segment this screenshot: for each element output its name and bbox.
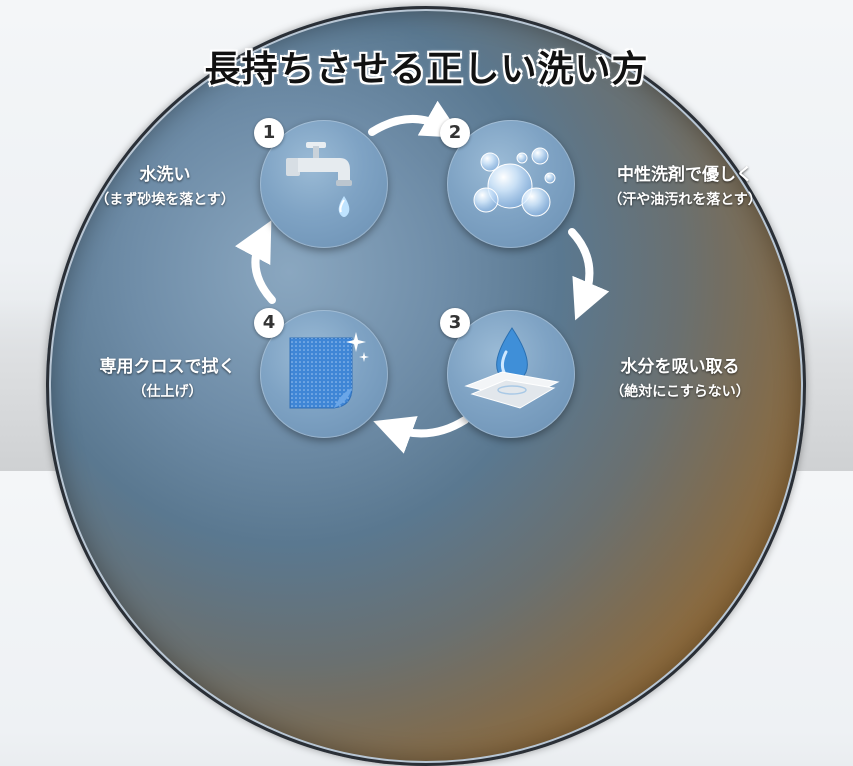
step-3-label: 水分を吸い取る （絶対にこすらない） xyxy=(585,352,775,401)
step-3-title: 水分を吸い取る xyxy=(620,357,740,377)
step-4-title: 専用クロスで拭く xyxy=(99,357,236,377)
step-1-number: 1 xyxy=(254,118,284,148)
step-4-number: 4 xyxy=(254,308,284,338)
bubbles-icon xyxy=(473,147,556,217)
step-1-title: 水洗い xyxy=(139,165,191,185)
page-title: 長持ちさせる正しい洗い方 xyxy=(204,49,649,90)
arrow-1-to-2 xyxy=(368,100,463,138)
arrow-3-to-4 xyxy=(373,416,469,454)
step-1-note: （まず砂埃を落とす） xyxy=(95,192,235,208)
step-4-label: 専用クロスで拭く （仕上げ） xyxy=(80,352,255,401)
step-2-note: （汗や油汚れを落とす） xyxy=(608,192,762,208)
step-3-note: （絶対にこすらない） xyxy=(610,384,750,400)
step-2-number: 2 xyxy=(440,118,470,148)
step-2-label: 中性洗剤で優しく （汗や油汚れを落とす） xyxy=(585,160,785,209)
step-1-label: 水洗い （まず砂埃を落とす） xyxy=(80,160,250,209)
water-drop-towel-icon xyxy=(464,327,560,409)
step-3-number: 3 xyxy=(440,308,470,338)
step-4-note: （仕上げ） xyxy=(132,384,203,400)
cycle-arrows xyxy=(234,100,610,454)
arrow-2-to-3 xyxy=(568,228,610,321)
step-2-title: 中性洗剤で優しく xyxy=(617,165,753,185)
arrow-4-to-1 xyxy=(234,220,276,304)
microfiber-cloth-icon xyxy=(289,332,369,409)
faucet-icon xyxy=(286,142,352,217)
